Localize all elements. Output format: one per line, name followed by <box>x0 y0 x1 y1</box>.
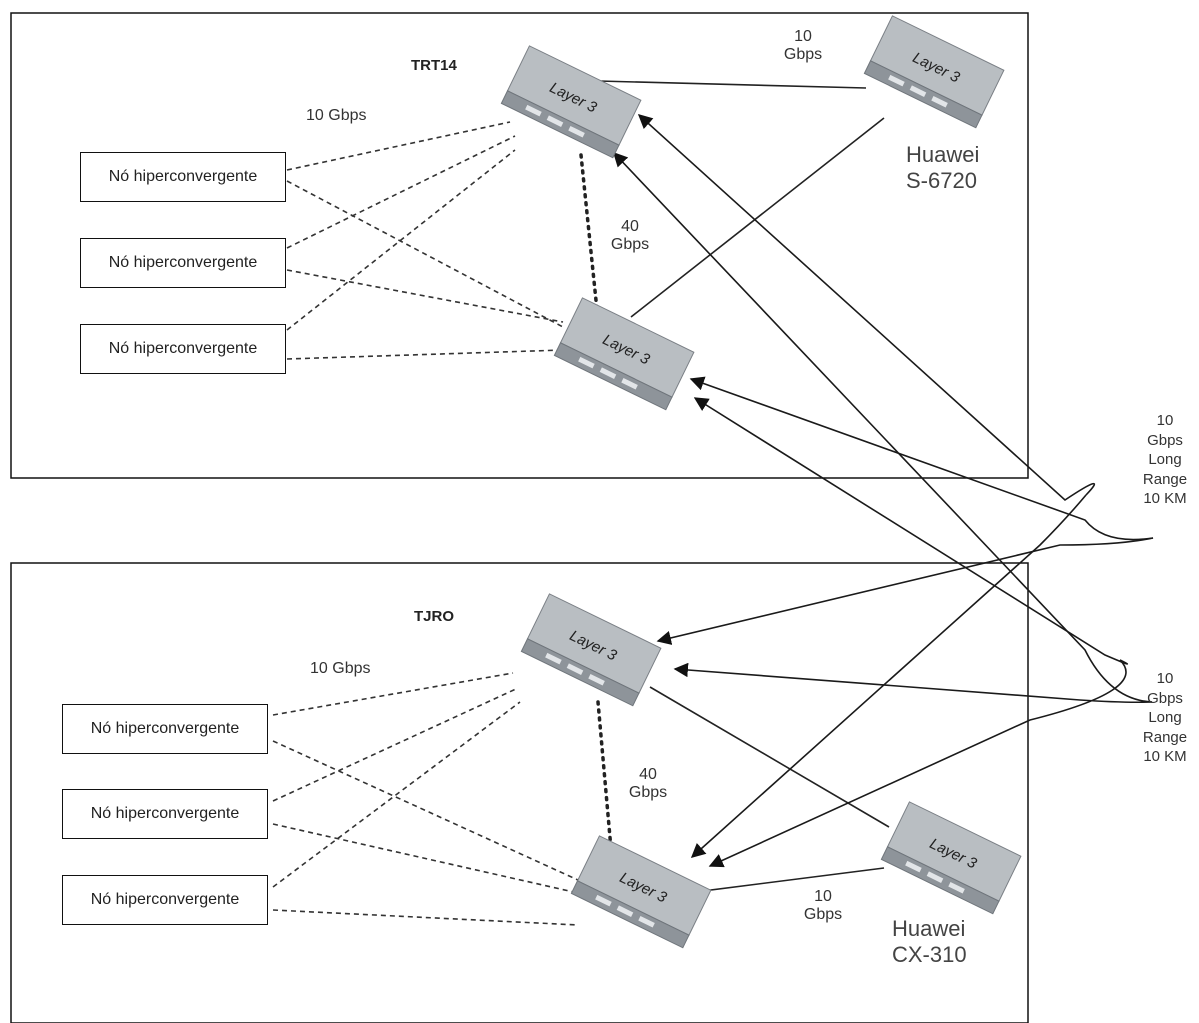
tjro-secondary-layer3-switch: Layer 3 <box>570 835 712 949</box>
huawei-cx310-switch: Layer 3 <box>880 801 1022 915</box>
lr1-line-2: Gbps <box>1147 431 1183 449</box>
huawei-s6720-switch: Layer 3 <box>863 15 1005 129</box>
tjro-vendor-model: CX-310 <box>892 942 967 968</box>
lr1-line-3: Long <box>1148 451 1182 468</box>
tjro-vendor-label: Huawei CX-310 <box>892 916 967 969</box>
trt14-core-link-label: 40 Gbps <box>600 218 660 255</box>
trt14-vendor-label: Huawei S-6720 <box>906 142 979 195</box>
tjro-main-layer3-switch: Layer 3 <box>520 593 662 707</box>
region-title-trt14: TRT14 <box>411 57 457 74</box>
long-range-links <box>613 114 1154 868</box>
trt14-access-link-label: 10 Gbps <box>306 107 367 124</box>
trt14-core-link-label-text: 40 Gbps <box>610 218 650 254</box>
tjro-node-3: Nó hiperconvergente <box>62 875 268 925</box>
tjro-uplink-label-text: 10 Gbps <box>803 888 843 924</box>
region-uplinks <box>597 80 890 892</box>
trt14-node-3: Nó hiperconvergente <box>80 324 286 374</box>
tjro-access-link-label: 10 Gbps <box>310 660 371 677</box>
tjro-access-links <box>272 672 579 926</box>
region-title-tjro: TJRO <box>414 608 455 625</box>
lr2-line-3: Long <box>1148 709 1182 726</box>
trt14-uplink-label-text: 10 Gbps <box>783 28 823 64</box>
long-range-link-label-1: 10 Gbps Long Range 10 KM <box>1134 411 1196 509</box>
trt14-node-1: Nó hiperconvergente <box>80 152 286 202</box>
tjro-uplink-label: 10 Gbps <box>796 888 850 925</box>
lr2-line-2: Gbps <box>1147 689 1183 707</box>
lr2-line-4: Range <box>1142 728 1188 746</box>
trt14-node-2: Nó hiperconvergente <box>80 238 286 288</box>
trt14-secondary-layer3-switch: Layer 3 <box>553 297 695 411</box>
lr2-line-1: 10 <box>1156 670 1174 687</box>
lr1-line-4: Range <box>1142 470 1188 488</box>
trt14-vendor-model: S-6720 <box>906 168 977 194</box>
trt14-main-layer3-switch: Layer 3 <box>500 45 642 159</box>
lr1-line-1: 10 <box>1156 412 1174 429</box>
tjro-node-2: Nó hiperconvergente <box>62 789 268 839</box>
long-range-link-label-2: 10 Gbps Long Range 10 KM <box>1134 669 1196 767</box>
tjro-vendor-name: Huawei <box>892 916 966 941</box>
tjro-core-link-label-text: 40 Gbps <box>628 766 668 802</box>
tjro-core-link <box>596 700 614 862</box>
trt14-vendor-name: Huawei <box>906 142 980 167</box>
lr1-line-5: 10 KM <box>1143 490 1187 507</box>
trt14-access-links <box>286 121 564 360</box>
trt14-core-link <box>579 153 599 312</box>
region-tjro-frame <box>10 562 1029 1023</box>
trt14-uplink-label: 10 Gbps <box>776 28 830 65</box>
region-trt14-frame <box>10 12 1029 479</box>
lr2-line-5: 10 KM <box>1143 748 1187 765</box>
tjro-core-link-label: 40 Gbps <box>618 766 678 803</box>
tjro-node-1: Nó hiperconvergente <box>62 704 268 754</box>
